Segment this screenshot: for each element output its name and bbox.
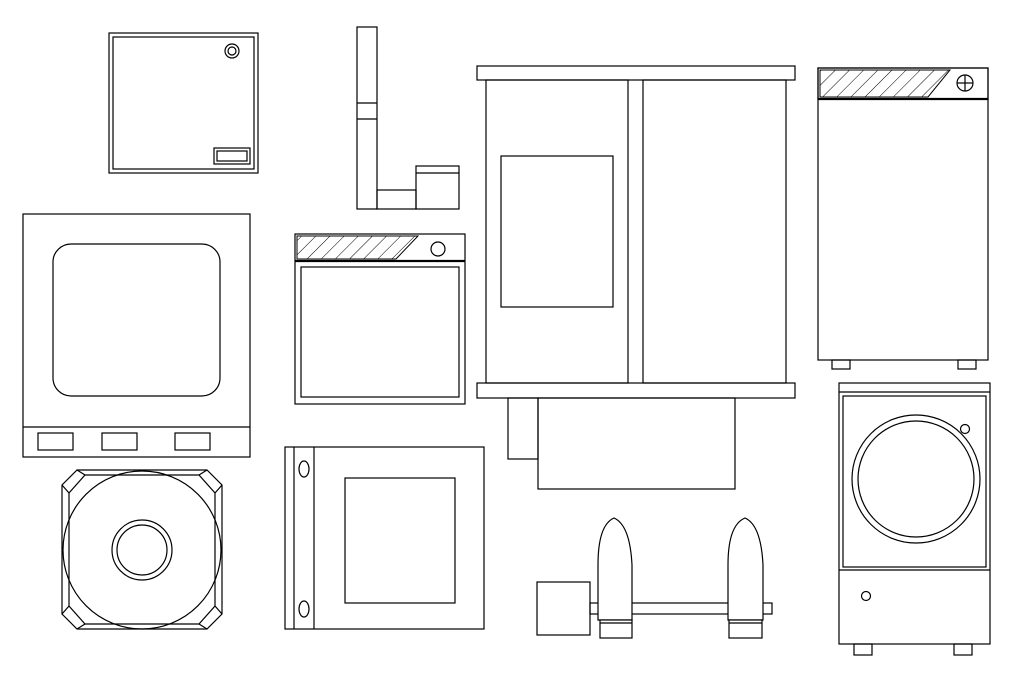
l-shaped-fixture — [356, 26, 460, 210]
double-door-refrigerator — [476, 65, 796, 490]
square-appliance-top-view — [108, 32, 259, 174]
octagonal-tank-top-view — [61, 469, 223, 630]
knob-icon — [430, 241, 446, 257]
oven-front-view — [22, 213, 251, 458]
hinge-icon — [298, 460, 310, 478]
tall-washer-front-view — [817, 67, 989, 370]
hinged-door-cabinet — [284, 446, 485, 630]
knob-icon — [224, 43, 240, 59]
front-load-washer — [838, 382, 991, 656]
dishwasher-front-view — [294, 233, 466, 405]
hinge-icon — [298, 600, 310, 618]
washer-door-icon — [851, 414, 981, 544]
shaft-with-weights — [536, 517, 773, 639]
